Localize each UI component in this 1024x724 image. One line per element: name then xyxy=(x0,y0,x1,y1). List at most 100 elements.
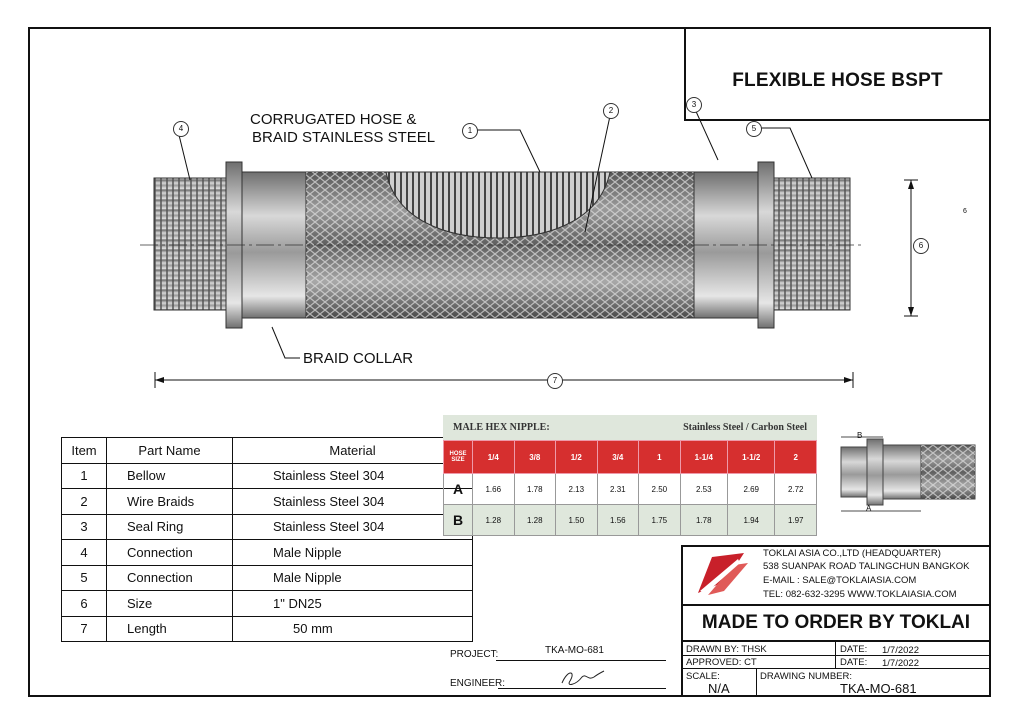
approved-by: APPROVED: CT xyxy=(686,657,757,668)
material: Male Nipple xyxy=(232,564,473,591)
size-cell: 3/8 xyxy=(513,440,557,474)
size-row: HOSE SIZE 1/4 3/8 1/2 3/4 1 1-1/4 1-1/2 … xyxy=(443,440,817,474)
callout-7: 7 xyxy=(547,373,563,389)
size-cell: 1-1/2 xyxy=(727,440,776,474)
inset-label-b: B xyxy=(857,431,863,440)
item-number: 6 xyxy=(61,590,107,617)
row-label: B xyxy=(443,504,473,536)
side-note: 6 xyxy=(963,208,967,215)
engineer-underline xyxy=(498,688,666,689)
hose-illustration xyxy=(140,161,865,329)
size-cell: 1/2 xyxy=(555,440,598,474)
inset-label-a: A xyxy=(866,504,872,513)
engineer-signature xyxy=(561,670,605,685)
company-name: TOKLAI ASIA CO.,LTD (HEADQUARTER) xyxy=(763,548,941,559)
value-cell: 2.13 xyxy=(555,473,598,505)
hose-desc-line1: CORRUGATED HOSE & xyxy=(250,111,417,128)
divider xyxy=(835,641,836,668)
nipple-table-material: Stainless Steel / Carbon Steel xyxy=(683,422,807,433)
divider xyxy=(681,655,991,656)
value-cell: 1.78 xyxy=(513,473,557,505)
header-material: Material xyxy=(232,437,473,464)
part-name: Wire Braids xyxy=(106,488,233,515)
part-name: Connection xyxy=(106,564,233,591)
callout-2: 2 xyxy=(603,103,619,119)
project-label: PROJECT: xyxy=(450,649,499,660)
item-number: 7 xyxy=(61,615,107,642)
value-cell: 1.66 xyxy=(472,473,515,505)
size-cell: 2 xyxy=(774,440,817,474)
drawing-title: FLEXIBLE HOSE BSPT xyxy=(732,70,943,91)
value-cell: 1.94 xyxy=(727,504,776,536)
size-cell: 1/4 xyxy=(472,440,515,474)
parts-header-row: Item Part Name Material xyxy=(61,437,473,464)
divider xyxy=(681,640,991,642)
nipple-inset-illustration xyxy=(840,436,976,512)
part-name: Bellow xyxy=(106,462,233,489)
value-cell: 1.97 xyxy=(774,504,817,536)
header-part-name: Part Name xyxy=(106,437,233,464)
callout-3: 3 xyxy=(686,97,702,113)
size-cell: 3/4 xyxy=(596,440,640,474)
value-cell: 1.78 xyxy=(679,504,729,536)
dimension-row-b: B 1.28 1.28 1.50 1.56 1.75 1.78 1.94 1.9… xyxy=(443,504,817,536)
company-title-block xyxy=(681,545,991,697)
scale-label: SCALE: xyxy=(686,671,720,682)
nipple-table-header: MALE HEX NIPPLE: Stainless Steel / Carbo… xyxy=(443,415,817,440)
company-email: E-MAIL : SALE@TOKLAIASIA.COM xyxy=(763,575,917,586)
date-label: DATE: xyxy=(840,644,868,655)
size-cell: 1-1/4 xyxy=(679,440,729,474)
scale-value: N/A xyxy=(708,681,730,696)
drawing-frame xyxy=(28,27,991,697)
value-cell: 2.31 xyxy=(596,473,640,505)
item-number: 2 xyxy=(61,488,107,515)
material: Stainless Steel 304 xyxy=(232,488,473,515)
drawn-by: DRAWN BY: THSK xyxy=(686,644,767,655)
material: Stainless Steel 304 xyxy=(232,462,473,489)
nipple-size-table: MALE HEX NIPPLE: Stainless Steel / Carbo… xyxy=(443,415,817,536)
item-number: 5 xyxy=(61,564,107,591)
company-address: 538 SUANPAK ROAD TALINGCHUN BANGKOK xyxy=(763,561,970,572)
nipple-table-title: MALE HEX NIPPLE: xyxy=(453,422,550,433)
engineer-label: ENGINEER: xyxy=(450,678,506,689)
part-name: Seal Ring xyxy=(106,513,233,540)
part-name: Length xyxy=(106,615,233,642)
date-drawn: 1/7/2022 xyxy=(882,645,919,656)
value-cell: 2.69 xyxy=(727,473,776,505)
value-cell: 1.75 xyxy=(638,504,681,536)
project-underline xyxy=(496,660,666,661)
value-cell: 1.56 xyxy=(596,504,640,536)
callout-6: 6 xyxy=(913,238,929,254)
toklai-logo xyxy=(698,553,748,595)
project-value: TKA-MO-681 xyxy=(545,645,604,656)
divider xyxy=(756,668,757,697)
value-cell: 2.72 xyxy=(774,473,817,505)
callout-5: 5 xyxy=(746,121,762,137)
value-cell: 1.50 xyxy=(555,504,598,536)
company-contact: TEL: 082-632-3295 WWW.TOKLAIASIA.COM xyxy=(763,589,957,600)
callout-1: 1 xyxy=(462,123,478,139)
date-label: DATE: xyxy=(840,657,868,668)
date-approved: 1/7/2022 xyxy=(882,658,919,669)
value-cell: 1.28 xyxy=(472,504,515,536)
size-cell: 1 xyxy=(638,440,681,474)
dimension-row-a: A 1.66 1.78 2.13 2.31 2.50 2.53 2.69 2.7… xyxy=(443,473,817,505)
material: Male Nipple xyxy=(232,539,473,566)
divider xyxy=(681,668,991,669)
item-number: 1 xyxy=(61,462,107,489)
value-cell: 2.50 xyxy=(638,473,681,505)
part-name: Size xyxy=(106,590,233,617)
drawing-number: TKA-MO-681 xyxy=(840,681,917,696)
drawing-number-label: DRAWING NUMBER: xyxy=(760,671,853,682)
hose-desc-line2: BRAID STAINLESS STEEL xyxy=(252,129,436,146)
part-name: Connection xyxy=(106,539,233,566)
made-to-order-banner: MADE TO ORDER BY TOKLAI xyxy=(701,612,971,633)
header-item: Item xyxy=(61,437,107,464)
